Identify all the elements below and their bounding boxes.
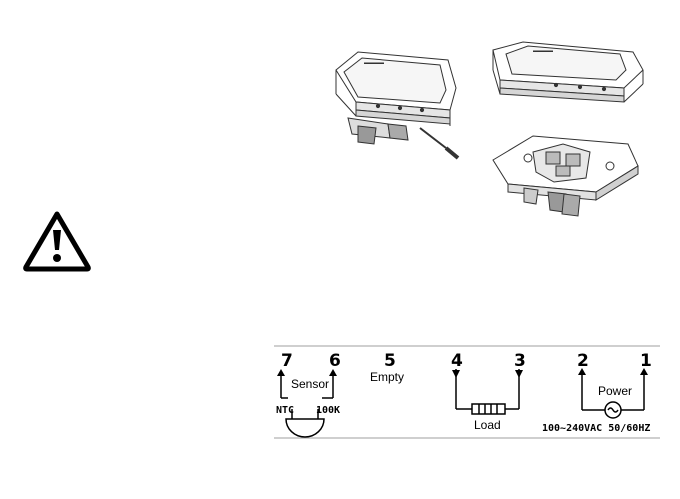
thermostat-installation-illustration: ▬▬▬▬ ▬▬▬▬ [328,40,654,222]
thermostat-right-unit: ▬▬▬▬ [493,42,643,102]
svg-text:▬▬▬▬: ▬▬▬▬ [364,60,384,66]
terminal-5-label: 5 [384,351,396,371]
wiring-diagram: 7 6 5 4 3 2 1 Sensor NTC 100K Empty Load [274,345,660,440]
terminal-7-label: 7 [281,351,293,371]
load-circuit [452,369,523,414]
mounting-plate-illustration [493,136,638,216]
terminal-3-label: 3 [514,351,526,371]
ac-source-icon [605,402,621,418]
sensor-label: Sensor [291,377,329,391]
empty-label: Empty [370,370,404,384]
thermostat-left-unit: ▬▬▬▬ [336,52,456,144]
load-label: Load [474,418,501,432]
power-rating-label: 100~240VAC 50/60HZ [542,423,650,434]
warning-triangle-icon [22,210,92,272]
ntc-label: NTC [276,405,294,416]
screwdriver-illustration [420,128,458,158]
terminal-6-label: 6 [329,351,341,371]
terminal-2-label: 2 [577,351,589,371]
100k-label: 100K [316,405,340,416]
svg-text:▬▬▬▬: ▬▬▬▬ [533,48,553,54]
power-label: Power [598,384,632,398]
terminal-1-label: 1 [640,351,652,371]
terminal-4-label: 4 [451,351,463,371]
